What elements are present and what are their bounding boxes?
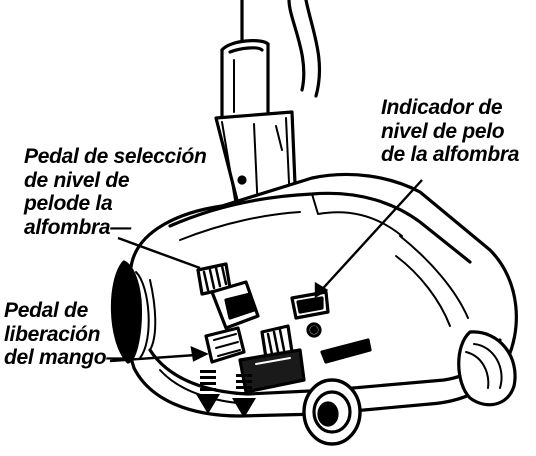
grip-pad-right bbox=[260, 324, 294, 360]
label-pedal-seleccion-nivel: Pedal de selección de nivel de pelode la… bbox=[24, 145, 207, 239]
label-line: pelode la bbox=[24, 192, 113, 215]
left-wheel bbox=[110, 260, 142, 364]
label-indicador-nivel: Indicador de nivel de pelo de la alfombr… bbox=[381, 96, 519, 167]
arrow-pedal-liberacion bbox=[190, 346, 209, 362]
label-line: del mango— bbox=[4, 346, 128, 369]
vent bbox=[320, 338, 372, 364]
pointer-line-pedal-seleccion bbox=[117, 236, 201, 270]
pointer-line-indicador bbox=[315, 179, 423, 297]
label-line: Pedal de bbox=[4, 299, 88, 322]
label-line: Indicador de bbox=[381, 96, 503, 119]
cord bbox=[287, 0, 306, 92]
label-line: liberación bbox=[4, 322, 101, 346]
label-line: nivel de pelo bbox=[381, 119, 505, 143]
cord bbox=[304, 0, 322, 98]
pointer-line-pedal-liberacion bbox=[109, 353, 197, 363]
label-pedal-liberacion: Pedal de liberación del mango— bbox=[4, 299, 127, 370]
label-line: de la alfombra bbox=[381, 143, 520, 166]
handle-tube bbox=[220, 42, 270, 120]
label-line: de nivel de bbox=[24, 168, 130, 192]
arrow-indicador bbox=[314, 281, 329, 299]
press-down-arrows bbox=[196, 370, 256, 418]
label-line: Pedal de selección bbox=[24, 145, 207, 168]
label-line: alfombra— bbox=[24, 215, 131, 239]
